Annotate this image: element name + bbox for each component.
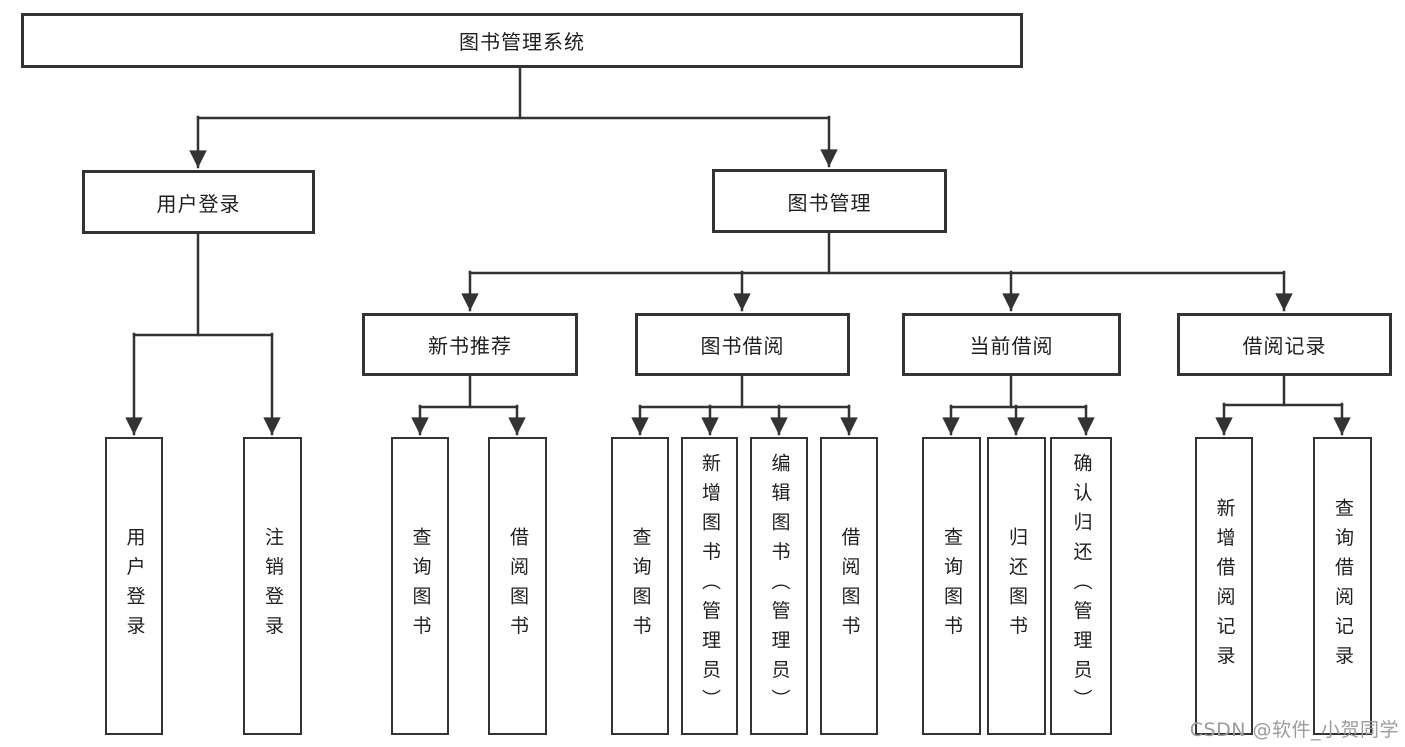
leaf-add-borrow-record-label: 新增借阅记录 [1213, 497, 1236, 675]
leaf-logout: 注销登录 [243, 437, 302, 735]
node-user-login: 用户登录 [82, 170, 315, 234]
leaf-add-borrow-record: 新增借阅记录 [1195, 437, 1253, 735]
leaf-borrow-books-borrowing: 借阅图书 [820, 437, 878, 735]
node-book-management: 图书管理 [712, 169, 947, 233]
node-borrow-records: 借阅记录 [1177, 313, 1392, 376]
leaf-user-login: 用户登录 [105, 437, 163, 735]
node-new-book-recommend-label: 新书推荐 [428, 334, 512, 358]
node-new-book-recommend: 新书推荐 [362, 313, 578, 376]
leaf-return-books-label: 归还图书 [1006, 527, 1028, 645]
leaf-borrow-books-borrowing-label: 借阅图书 [838, 527, 861, 645]
leaf-edit-books-admin-label: 编辑图书（管理员） [768, 453, 791, 719]
node-current-borrowing: 当前借阅 [902, 313, 1121, 376]
leaf-query-books-newbooks-label: 查询图书 [409, 527, 432, 645]
leaf-query-borrow-record: 查询借阅记录 [1313, 437, 1372, 735]
node-root-system-label: 图书管理系统 [459, 30, 585, 54]
node-root-system: 图书管理系统 [21, 13, 1023, 68]
leaf-query-books-current-label: 查询图书 [941, 527, 963, 645]
leaf-add-books-admin-label: 新增图书（管理员） [699, 453, 721, 719]
leaf-logout-label: 注销登录 [262, 527, 284, 645]
csdn-watermark: CSDN @软件_小贺同学 [1189, 719, 1399, 741]
leaf-borrow-books-newbooks-label: 借阅图书 [507, 527, 529, 645]
leaf-query-borrow-record-label: 查询借阅记录 [1332, 497, 1354, 675]
leaf-confirm-return-admin: 确认归还（管理员） [1050, 437, 1112, 735]
leaf-return-books: 归还图书 [987, 437, 1046, 735]
leaf-user-login-label: 用户登录 [123, 527, 146, 645]
node-book-borrowing-label: 图书借阅 [700, 334, 785, 358]
leaf-add-books-admin: 新增图书（管理员） [681, 437, 738, 735]
node-current-borrowing-label: 当前借阅 [969, 334, 1054, 358]
node-borrow-records-label: 借阅记录 [1242, 334, 1327, 358]
leaf-edit-books-admin: 编辑图书（管理员） [750, 437, 808, 735]
leaf-query-books-current: 查询图书 [922, 437, 981, 735]
leaf-query-books-borrowing-label: 查询图书 [629, 527, 652, 645]
leaf-confirm-return-admin-label: 确认归还（管理员） [1070, 453, 1093, 719]
leaf-borrow-books-newbooks: 借阅图书 [488, 437, 547, 735]
leaf-query-books-borrowing: 查询图书 [611, 437, 669, 735]
node-book-borrowing: 图书借阅 [635, 313, 850, 376]
node-user-login-label: 用户登录 [156, 191, 241, 216]
leaf-query-books-newbooks: 查询图书 [391, 437, 449, 735]
node-book-management-label: 图书管理 [787, 190, 872, 215]
